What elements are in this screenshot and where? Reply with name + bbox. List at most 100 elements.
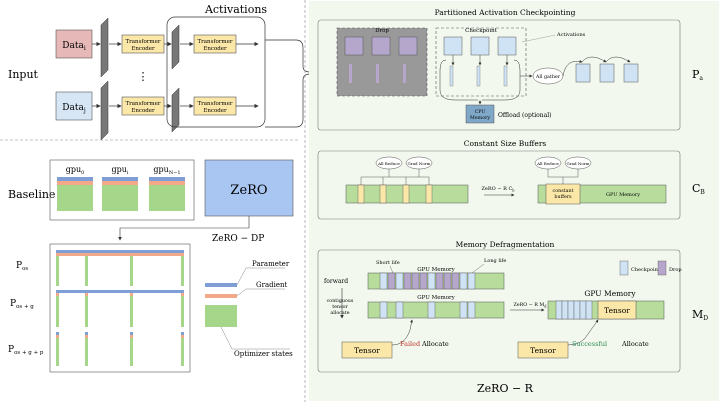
allocate-label-failed: Allocate (421, 340, 449, 348)
zero-r-footer: ZeRO − R (477, 382, 534, 395)
zero-dp-label: ZeRO − DP (212, 234, 264, 244)
constant-buffers-box (545, 183, 581, 205)
drop-cell (451, 272, 460, 290)
gradient-swatch (205, 294, 237, 298)
md-gpu-memory-right: GPU Memory (584, 289, 636, 298)
activations-callout: Activations (556, 32, 586, 38)
allocated-tensor-label: Tensor (604, 306, 630, 315)
small-buffer (357, 184, 365, 204)
brace-top (265, 39, 316, 73)
defragmented-cells (555, 300, 593, 320)
tensor-success-label: Tensor (530, 346, 556, 355)
checkpoint-slice (476, 65, 481, 87)
cpu-memory-box (465, 104, 495, 124)
legend-checkpoint-label: Checkpoint (631, 267, 660, 273)
layer-slab (100, 17, 109, 78)
gradient-label: Gradient (256, 281, 287, 289)
zero-box (204, 159, 294, 217)
data-i-label: Datai (62, 41, 86, 52)
gpu-label-i: gpui (111, 165, 128, 176)
baseline-frame (49, 159, 195, 221)
drop-slice (403, 64, 406, 83)
fragmented-bar (367, 301, 505, 319)
pa-section: Partitioned Activation Checkpointing Dro… (317, 8, 703, 131)
allocate-label-success: Allocate (621, 340, 649, 348)
allocated-tensor-slot (597, 300, 637, 320)
drop-cell (411, 272, 420, 290)
encoder-label-line2: Encoder (203, 108, 227, 114)
layer-slab (171, 24, 180, 70)
zero-r-md-label: ZeRO − R Md (513, 302, 547, 309)
checkpoint-arrows (439, 55, 521, 105)
constant-label-line2: buffers (554, 194, 572, 200)
p-os-g-label: Pos + g (10, 299, 34, 310)
cpu-label-line1: CPU (475, 109, 486, 115)
checkpoint-cell (379, 301, 388, 319)
input-label: Input (8, 68, 39, 81)
gathered-activation (623, 63, 639, 83)
checkpoint-activation (443, 36, 463, 56)
md-frame (317, 249, 681, 373)
md-tag: MD (692, 308, 708, 322)
baseline-label: Baseline (8, 188, 55, 201)
small-buffer (425, 184, 433, 204)
grad-norm-label-right: Grad Norm (567, 161, 590, 166)
fragmented-cells (379, 301, 476, 319)
drop-cell (443, 272, 452, 290)
checkpoint-region (435, 27, 527, 97)
checkpoint-cell (573, 300, 581, 320)
zero-box-label: ZeRO (230, 183, 267, 198)
tensor-failed-label: Tensor (354, 346, 380, 355)
encoder-label-line1: Transformer (197, 101, 232, 107)
drop-slice (376, 64, 379, 83)
checkpoint-cell (467, 272, 476, 290)
encoder-label-line1: Transformer (197, 39, 232, 45)
checkpoint-cell (395, 301, 404, 319)
zero-dp-section: Pos Pos + g Pos + g + p (8, 243, 293, 373)
data-j-box (55, 91, 93, 121)
pa-tag: Pa (692, 68, 703, 82)
p-os-g-p-row (56, 332, 184, 366)
optimizer-swatch (205, 305, 237, 327)
tensor-success-box (517, 341, 569, 359)
flow-arrows (92, 41, 259, 109)
md-gpu-memory-top: GPU Memory (417, 267, 455, 273)
drop-cell (419, 272, 428, 290)
activations-bracket (166, 16, 266, 128)
drop-activation (371, 36, 391, 56)
drop-activation (398, 36, 418, 56)
tensor-failed-box (341, 341, 393, 359)
memory-legend: Parameter Gradient Optimizer states (205, 260, 293, 358)
contiguous-label-line2: tensor (332, 304, 348, 310)
encoder-label-line2: Encoder (203, 46, 227, 52)
parameter-leader (236, 267, 285, 286)
baseline-section: Baseline gpu0 gpui gpuN−1 ZeRO ZeRO − DP (8, 159, 294, 244)
forward-memory-cells (379, 272, 476, 290)
cb-tag: CB (692, 182, 705, 196)
checkpoint-slice (503, 65, 508, 87)
checkpoint-cell (555, 300, 563, 320)
successful-label: Successful (572, 340, 607, 348)
checkpoint-label: Checkpoint (465, 28, 498, 34)
drop-cell (435, 272, 444, 290)
md-section: Memory Defragmentation Checkpoint Drop f… (317, 240, 708, 373)
p-os-label: Pos (16, 261, 28, 272)
p-os-g-row (56, 290, 184, 327)
zero-r-cb-label: ZeRO − R Cb (481, 186, 515, 193)
small-buffer (379, 184, 387, 204)
encoder-label-line2: Encoder (131, 46, 155, 52)
contiguous-label-line1: contiguous (327, 298, 354, 304)
baseline-gpu-n1 (149, 177, 185, 211)
md-gpu-memory-bottom: GPU Memory (417, 295, 455, 301)
checkpoint-cell (427, 301, 436, 319)
activations-title: Activations (204, 3, 267, 16)
layer-slab (100, 80, 109, 141)
legend-checkpoint-swatch (619, 260, 629, 276)
vdots: ⋮ (138, 70, 149, 83)
md-title: Memory Defragmentation (456, 240, 555, 249)
gpu-memory-label: GPU Memory (606, 192, 640, 198)
failed-allocate-arrow (391, 319, 413, 346)
failed-label: Failed (400, 340, 420, 348)
layer-slab (171, 87, 180, 133)
legend-drop-swatch (657, 260, 667, 276)
